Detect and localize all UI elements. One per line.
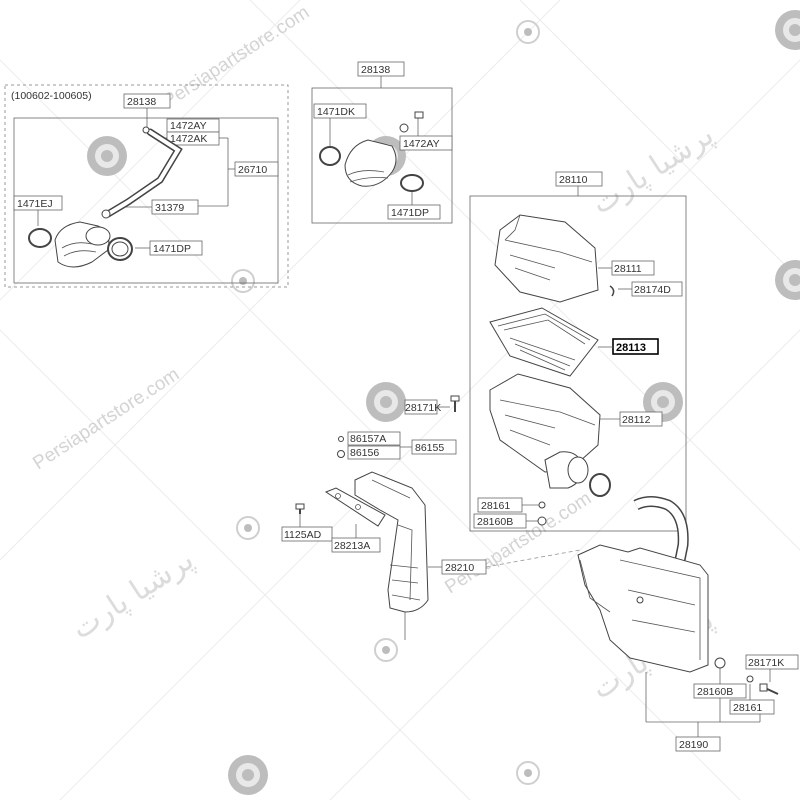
watermark-logo-7 — [775, 260, 800, 300]
watermark-text-2: Persiapartstore.com — [29, 364, 183, 474]
clamp-drawing-outlet — [589, 473, 611, 497]
part-label-28138-a[interactable]: 28138 — [127, 96, 156, 108]
part-label-28210[interactable]: 28210 — [445, 562, 474, 574]
part-label-1472ay-a[interactable]: 1472AY — [170, 120, 207, 132]
part-label-28112[interactable]: 28112 — [622, 414, 651, 426]
resonator-drawing — [577, 496, 709, 673]
air-cleaner-cover-drawing — [494, 214, 599, 303]
part-label-28138-b[interactable]: 28138 — [361, 64, 390, 76]
part-label-28171k-a[interactable]: 28171K — [405, 402, 441, 414]
part-label-1472ak[interactable]: 1472AK — [170, 133, 207, 145]
intake-duct-drawing-28210 — [354, 471, 429, 613]
watermark-logo-small-4 — [374, 638, 398, 662]
part-label-28213a[interactable]: 28213A — [334, 540, 370, 552]
part-label-1472ay-b[interactable]: 1472AY — [403, 138, 440, 150]
upper-hose-section: 28138 1471DK 1472AY 1471DP — [311, 61, 453, 224]
part-label-box-28171k-b[interactable] — [745, 654, 799, 670]
part-label-28113[interactable]: 28113 — [616, 342, 646, 354]
part-label-28174d[interactable]: 28174D — [634, 284, 671, 296]
resonator-section: 28171K 28160B 28161 28190 — [577, 496, 799, 752]
part-label-box-28113[interactable] — [612, 338, 659, 355]
part-label-86156[interactable]: 86156 — [350, 447, 379, 459]
watermark-logo-small-5 — [516, 761, 540, 785]
part-label-28161-b[interactable]: 28161 — [733, 702, 762, 714]
watermark-logo-3 — [366, 382, 406, 422]
bolt-drawing-28171k — [450, 395, 460, 412]
bolt-drawing-1125ad — [295, 503, 305, 514]
part-label-box-1472ak[interactable] — [166, 131, 220, 146]
part-label-box-86157a[interactable] — [347, 431, 401, 446]
part-label-28110[interactable]: 28110 — [559, 174, 588, 186]
upper-intake-hose-drawing — [319, 111, 424, 192]
part-label-1125ad[interactable]: 1125AD — [284, 529, 322, 541]
variant-dashed-border — [4, 84, 289, 288]
part-label-28160b-b[interactable]: 28160B — [697, 686, 733, 698]
part-label-1471dk[interactable]: 1471DK — [317, 106, 355, 118]
part-label-box-28110[interactable] — [555, 171, 603, 187]
part-label-box-1472ay-b[interactable] — [399, 135, 453, 151]
part-label-1471dp-b[interactable]: 1471DP — [391, 207, 429, 219]
air-filter-element-drawing — [489, 307, 599, 377]
breather-hose-drawing — [101, 126, 183, 219]
part-label-28160b-a[interactable]: 28160B — [477, 516, 513, 528]
watermark-text-fa-2: پرشیا پارت — [65, 542, 200, 647]
part-label-1471dp-a[interactable]: 1471DP — [153, 243, 191, 255]
watermark-logo-1 — [87, 136, 127, 176]
intake-hose-drawing — [54, 221, 111, 268]
part-label-box-1471dk[interactable] — [313, 103, 367, 119]
part-label-28190[interactable]: 28190 — [679, 739, 708, 751]
part-label-26710[interactable]: 26710 — [238, 164, 267, 176]
watermark-logo-small-1 — [516, 20, 540, 44]
watermark-logo-5 — [228, 755, 268, 795]
clamp-drawing-1471dp-a — [107, 237, 133, 261]
part-label-31379[interactable]: 31379 — [155, 202, 184, 214]
variant-header: (100602-100605) — [11, 90, 92, 102]
air-cleaner-case-drawing — [489, 373, 601, 489]
part-label-28161-a[interactable]: 28161 — [481, 500, 510, 512]
part-label-28171k-b[interactable]: 28171K — [748, 657, 784, 669]
bracket-drawing-28213a — [324, 487, 386, 527]
watermark-logo-small-2 — [231, 269, 255, 293]
part-label-86157a[interactable]: 86157A — [350, 433, 386, 445]
watermark-logo-small-3 — [236, 516, 260, 540]
watermark-logo-6 — [775, 10, 800, 50]
air-cleaner-section: 28110 28111 28174D 28113 — [469, 171, 687, 532]
part-label-1471ej[interactable]: 1471EJ — [17, 198, 53, 210]
part-label-28111[interactable]: 28111 — [614, 263, 642, 275]
watermark-text-1: Persiapartstore.com — [159, 2, 313, 112]
upper-hose-frame — [311, 87, 453, 224]
part-label-box-1125ad[interactable] — [281, 526, 333, 542]
part-label-box-86156[interactable] — [347, 445, 401, 460]
part-label-86155[interactable]: 86155 — [415, 442, 444, 454]
part-label-box-28161-b[interactable] — [729, 699, 775, 715]
part-label-box-1471dp-b[interactable] — [387, 204, 441, 220]
clamp-drawing-1471ej — [28, 228, 52, 248]
bolt-drawing-28171k-b — [759, 683, 779, 695]
bracket-section: 28171K 86157A 86155 86156 1125AD 28213A — [281, 395, 581, 640]
variant-section: (100602-100605) 28138 1472AY 1472AK 2671… — [4, 84, 289, 288]
air-cleaner-frame — [469, 195, 687, 532]
